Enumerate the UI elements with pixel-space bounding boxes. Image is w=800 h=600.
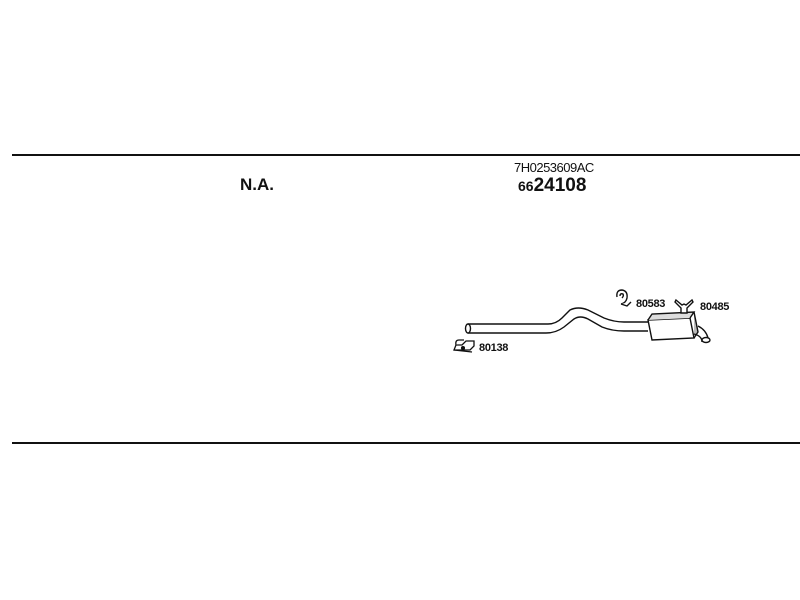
rubber-hanger-icon — [616, 289, 632, 307]
top-divider — [12, 154, 800, 156]
part-label-80138: 80138 — [479, 342, 509, 354]
bottom-divider — [12, 442, 800, 444]
bracket-icon — [674, 298, 694, 314]
rear-muffler — [647, 311, 711, 344]
part-number: 6624108 — [518, 175, 586, 197]
part-number-prefix: 66 — [518, 178, 534, 194]
oe-number: 7H0253609AC — [514, 160, 594, 175]
exhaust-pipe — [464, 307, 648, 334]
part-number-main: 24108 — [533, 175, 587, 196]
clamp-icon — [453, 339, 475, 353]
part-label-80485: 80485 — [700, 301, 730, 313]
not-available-label: N.A. — [240, 175, 274, 194]
part-label-80583: 80583 — [636, 298, 666, 310]
